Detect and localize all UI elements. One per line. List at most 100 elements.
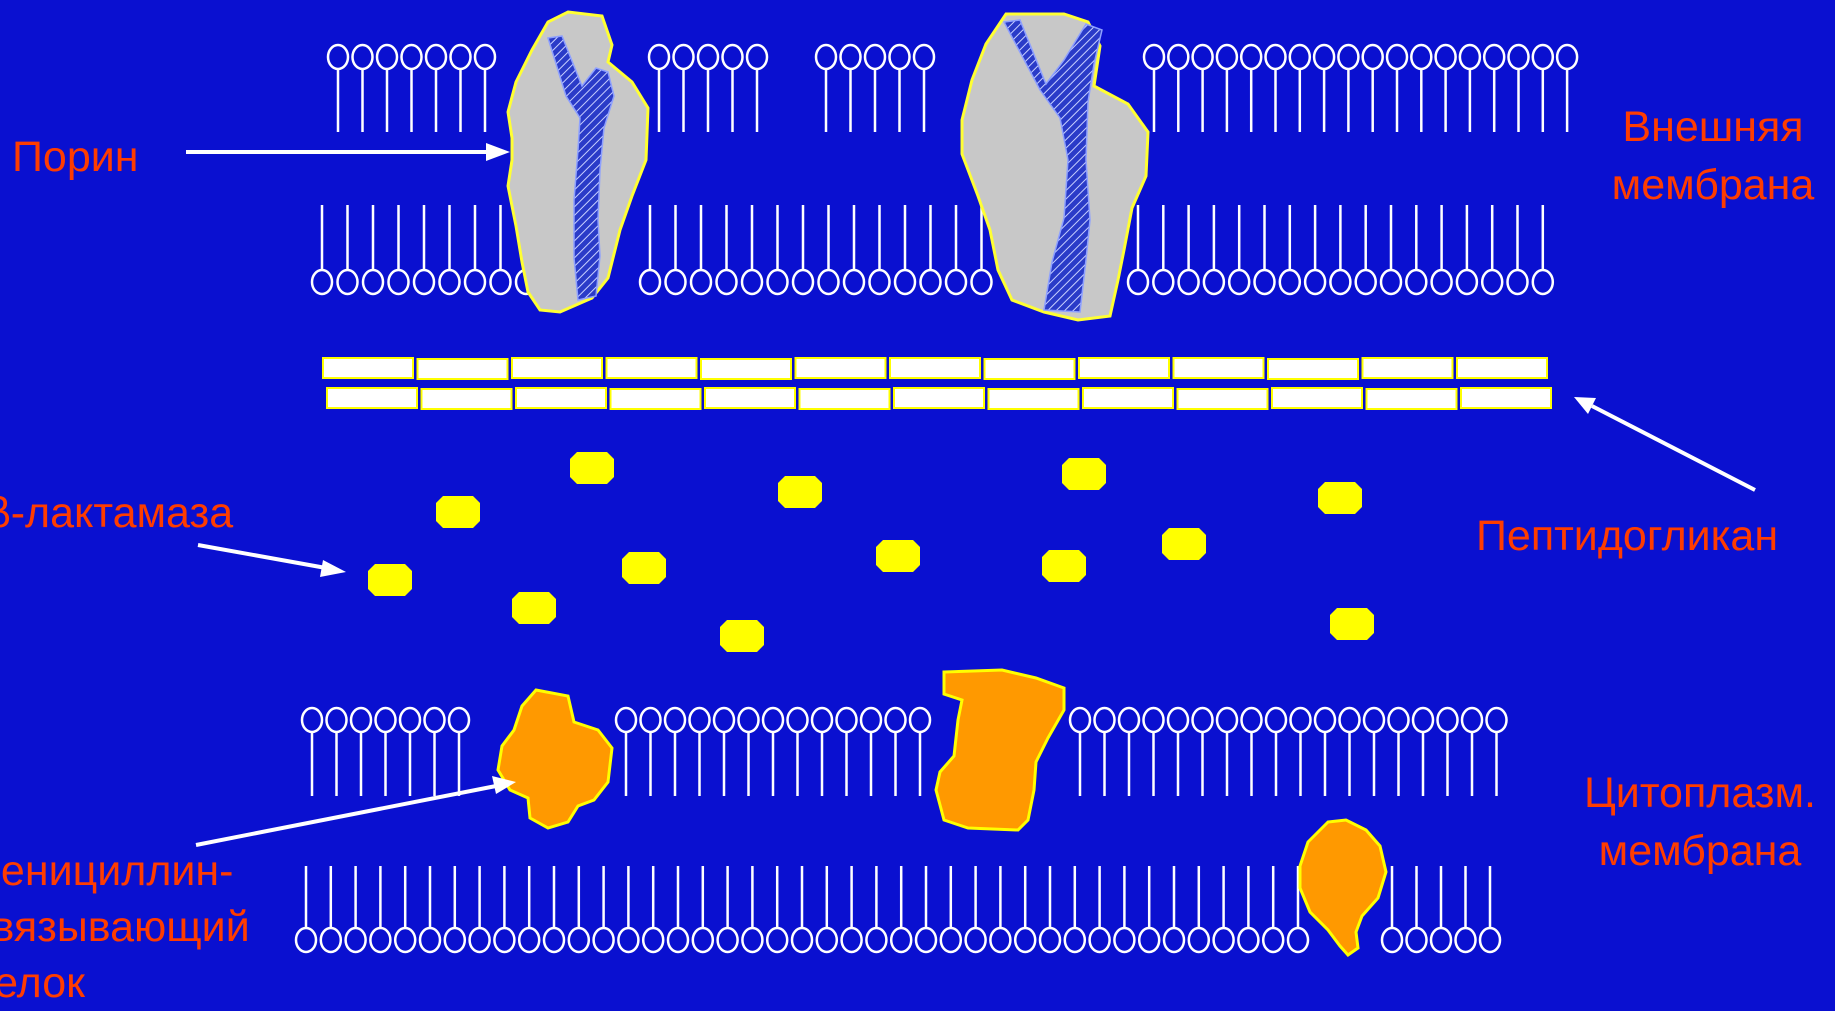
lipid-molecule (519, 866, 539, 952)
peptidoglycan-strand (516, 388, 606, 408)
lipid-molecule (1095, 708, 1115, 796)
lipid-molecule (425, 708, 445, 796)
beta-lactamase (778, 476, 822, 508)
lipid-molecule (717, 205, 737, 294)
lipid-molecule (1114, 866, 1134, 952)
pbp-label-line: Пенициллин- (0, 843, 250, 899)
beta-lactamase (512, 592, 556, 624)
lipid-molecule (714, 708, 734, 796)
pbp-protein (1300, 820, 1386, 955)
lipid-molecule (569, 866, 589, 952)
peptidoglycan-strand (796, 358, 886, 378)
porin-protein (508, 12, 648, 312)
lipid-molecule (842, 866, 862, 952)
lipid-molecule (990, 866, 1010, 952)
peptidoglycan-strand (1174, 358, 1264, 378)
cytoplasmic-membrane-label-line: Цитоплазм. (1565, 764, 1835, 822)
lipid-molecule (1266, 45, 1286, 132)
lipid-molecule (870, 205, 890, 294)
lipid-molecule (819, 205, 839, 294)
lipid-molecule (865, 45, 885, 132)
peptidoglycan-strand (512, 358, 602, 378)
lipid-molecule (641, 708, 661, 796)
lipid-molecule (718, 866, 738, 952)
lipid-molecule (742, 205, 762, 294)
beta-lactamase (570, 452, 614, 484)
lipid-molecule (338, 205, 358, 294)
lipid-molecule (767, 866, 787, 952)
lipid-molecule (328, 45, 348, 132)
lipid-molecule (1280, 205, 1300, 294)
lipid-molecule (816, 45, 836, 132)
lipid-molecule (793, 205, 813, 294)
lipid-molecule (1065, 866, 1085, 952)
lipid-molecule (1364, 708, 1384, 796)
lipid-molecule (1090, 866, 1110, 952)
cytoplasmic-membrane-label: Цитоплазм. мембрана (1565, 764, 1835, 880)
lipid-molecule (643, 866, 663, 952)
lipid-molecule (451, 45, 471, 132)
peptidoglycan-label: Пептидогликан (1476, 507, 1778, 565)
lipid-molecule (1214, 866, 1234, 952)
lipid-molecule (946, 205, 966, 294)
lipid-molecule (1462, 708, 1482, 796)
lipid-molecule (312, 205, 332, 294)
lipid-molecule (1457, 205, 1477, 294)
lipid-molecule (1330, 205, 1350, 294)
peptidoglycan-strand (611, 389, 701, 409)
beta-lactamase-label: β-лактамаза (0, 484, 233, 542)
cytoplasmic-membrane-label-line: мембрана (1565, 822, 1835, 880)
lipid-molecule (1305, 205, 1325, 294)
pbp-arrow (196, 776, 516, 845)
lipid-molecule (690, 708, 710, 796)
beta-lactamase (1318, 482, 1362, 514)
outer-membrane-bottom-leaflet (312, 205, 1553, 294)
lipid-molecule (1314, 45, 1334, 132)
lipid-molecule (1436, 45, 1456, 132)
porin-label: Порин (12, 128, 139, 186)
beta-lactamase (876, 540, 920, 572)
peptidoglycan-strand (1079, 358, 1169, 378)
lipid-molecule (1144, 708, 1164, 796)
lipid-molecule (1484, 45, 1504, 132)
lipid-molecule (1387, 45, 1407, 132)
pbp-protein (498, 690, 612, 828)
beta-lactamase (1162, 528, 1206, 560)
lipid-molecule (1168, 45, 1188, 132)
lipid-molecule (491, 205, 511, 294)
lipid-molecule (351, 708, 371, 796)
pbp-label-line: белок (0, 955, 250, 1011)
peptidoglycan-strand (800, 389, 890, 409)
lipid-molecule (788, 708, 808, 796)
lipid-molecule (1482, 205, 1502, 294)
peptidoglycan-strand (422, 389, 512, 409)
lipid-molecule (921, 205, 941, 294)
peptidoglycan-strand (323, 358, 413, 378)
penicillin-binding-proteins (498, 670, 1386, 955)
lipid-molecule (1266, 708, 1286, 796)
lipid-molecule (1144, 45, 1164, 132)
beta-lactamase (368, 564, 412, 596)
lipid-molecule (302, 708, 322, 796)
lipid-molecule (420, 866, 440, 952)
peptidoglycan-strand (985, 359, 1075, 379)
peptidoglycan-strand (1272, 388, 1362, 408)
lipid-molecule (1164, 866, 1184, 952)
lipid-molecule (296, 866, 316, 952)
lipid-molecule (886, 708, 906, 796)
peptidoglycan-strand (1083, 388, 1173, 408)
lipid-molecule (370, 866, 390, 952)
porin-arrow (186, 143, 510, 161)
lipid-molecule (742, 866, 762, 952)
lipid-molecule (1456, 866, 1476, 952)
lipid-molecule (1557, 45, 1577, 132)
lipid-molecule (376, 708, 396, 796)
lipid-molecule (616, 708, 636, 796)
lipid-molecule (914, 45, 934, 132)
lipid-molecule (440, 205, 460, 294)
beta-lactamase-molecules (368, 452, 1374, 652)
lipid-molecule (1238, 866, 1258, 952)
lipid-molecule (321, 866, 341, 952)
lipid-molecule (395, 866, 415, 952)
lipid-molecule (1168, 708, 1188, 796)
